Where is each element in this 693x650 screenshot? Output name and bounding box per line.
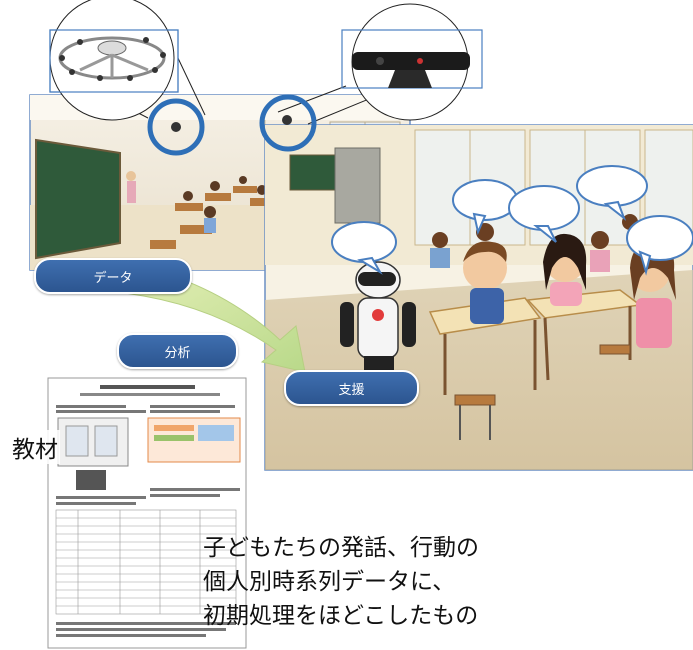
microphone-array-zoom — [49, 0, 179, 121]
speech-bubble — [626, 215, 693, 276]
ceiling-sensor-highlight — [147, 98, 205, 156]
description-line-2: 個人別時系列データに、 — [203, 569, 456, 595]
material-label: 教材 — [10, 430, 60, 464]
worksheet-thumbnail — [47, 377, 247, 649]
speech-bubble — [576, 165, 648, 221]
support-label: 支援 — [284, 370, 419, 406]
speech-bubbles — [331, 165, 693, 276]
camera-sensor-highlight — [259, 94, 317, 152]
description-line-3: 初期処理をほどこしたもの — [203, 603, 479, 629]
speech-bubble — [508, 185, 580, 243]
speech-bubble — [452, 179, 518, 236]
description-line-1: 子どもたちの発話、行動の — [203, 535, 479, 561]
data-label: データ — [34, 258, 192, 294]
depth-camera-zoom — [341, 3, 483, 121]
speech-bubble — [331, 221, 397, 275]
analysis-label: 分析 — [117, 333, 238, 369]
